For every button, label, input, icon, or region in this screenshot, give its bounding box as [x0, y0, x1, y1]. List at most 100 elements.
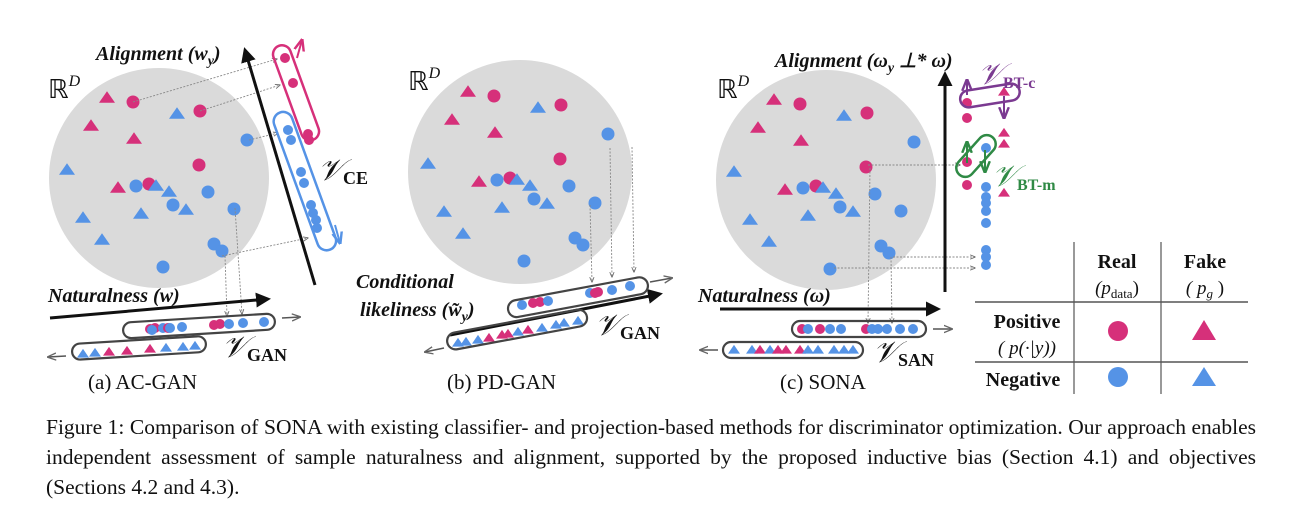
- v-san-fake-projection: [828, 344, 840, 354]
- positive-real-sample: [859, 160, 873, 174]
- alignment-axis: [241, 47, 317, 286]
- positive-fake-sample: [777, 183, 793, 195]
- negative-real-sample: [562, 179, 576, 193]
- v-gan-projection: [259, 317, 269, 327]
- projection-guide-line: [610, 147, 612, 277]
- data-space-sphere: [49, 68, 269, 288]
- v-san-projection: [882, 324, 892, 334]
- projection-guide-line: [590, 204, 592, 282]
- v-gan-fake-projection: [177, 341, 189, 351]
- negative-projection: [311, 215, 321, 225]
- projection-guide-line: [199, 85, 280, 112]
- v-san-fake-projection: [802, 344, 814, 354]
- v-gan-fake-projection: [460, 336, 472, 346]
- v-gan-fake-projection: [160, 342, 172, 352]
- negative-real-sample: [527, 192, 541, 206]
- v-san-projection: [825, 324, 835, 334]
- down-arrow-icon: [335, 224, 340, 243]
- v-gan-negative-capsule: [446, 308, 589, 351]
- space-label: ℝD: [48, 73, 81, 104]
- alignment-fake-projection: [998, 86, 1010, 96]
- panel-ac-gan: ℝD Alignment (wy) Naturalness (w) 𝒱CE 𝒱G…: [47, 40, 368, 394]
- alignment-real-projection: [962, 113, 972, 123]
- negative-fake-sample: [742, 213, 758, 225]
- alignment-real-projection: [981, 182, 991, 192]
- negative-fake-sample: [530, 101, 546, 113]
- v-san-fake-projection: [812, 344, 824, 354]
- negative-fake-sample: [836, 109, 852, 121]
- data-space-sphere: [408, 60, 632, 284]
- v-san-fake-projection: [728, 344, 740, 354]
- samples-group: [726, 86, 1010, 354]
- negative-fake-sample: [845, 205, 861, 217]
- negative-projection: [296, 167, 306, 177]
- negative-fake-sample: [509, 173, 525, 185]
- alignment-fake-projection: [998, 127, 1010, 137]
- negative-fake-sample: [420, 157, 436, 169]
- negative-fake-sample: [800, 209, 816, 221]
- negative-real-sample: [129, 179, 143, 193]
- positive-fake-sample: [793, 134, 809, 146]
- alignment-real-projection: [981, 252, 991, 262]
- v-gan-projection: [593, 287, 603, 297]
- v-bt-c-label: 𝒱BT-c: [978, 58, 1035, 92]
- projection-guide-line: [632, 146, 634, 272]
- positive-fake-sample: [110, 181, 126, 193]
- negative-fake-sample: [161, 185, 177, 197]
- naturalness-axis-label: Naturalness (w): [47, 285, 180, 307]
- panel-sona: ℝD Alignment (ωy ⊥* ω) Naturalness (ω) 𝒱…: [697, 50, 1056, 394]
- right-arrow-icon: [281, 317, 300, 318]
- negative-real-sample: [833, 200, 847, 214]
- v-gan-fake-projection: [472, 334, 484, 344]
- v-gan-projection: [238, 318, 248, 328]
- v-gan-projection: [607, 285, 617, 295]
- positive-real-circle-icon: [1108, 321, 1128, 341]
- subfigure-caption: (a) AC-GAN: [88, 370, 197, 394]
- negative-real-sample: [868, 187, 882, 201]
- alignment-fake-projection: [998, 138, 1010, 148]
- v-gan-projection: [543, 296, 553, 306]
- negative-real-sample: [894, 204, 908, 218]
- legend-header-fake-sub: ( pg ): [1186, 278, 1224, 301]
- v-gan-fake-projection: [189, 340, 201, 350]
- positive-fake-sample: [487, 126, 503, 138]
- alignment-axis-label: Alignment (ωy ⊥* ω): [773, 50, 953, 76]
- negative-fake-sample: [522, 179, 538, 191]
- v-san-projection: [873, 324, 883, 334]
- positive-fake-sample: [83, 119, 99, 131]
- negative-fake-sample: [455, 227, 471, 239]
- negative-fake-sample: [148, 179, 164, 191]
- v-gan-fake-projection: [536, 322, 548, 332]
- positive-fake-triangle-icon: [1192, 320, 1216, 340]
- v-gan-positive-capsule: [122, 312, 276, 340]
- subfigure-caption: (c) SONA: [780, 370, 867, 394]
- negative-real-sample: [823, 262, 837, 276]
- figure-diagram: ℝD Alignment (wy) Naturalness (w) 𝒱CE 𝒱G…: [0, 0, 1248, 394]
- v-gan-fake-projection: [121, 345, 133, 355]
- v-gan-fake-projection: [558, 317, 570, 327]
- v-gan-fake-projection: [512, 326, 524, 336]
- v-san-fake-projection: [746, 344, 758, 354]
- negative-fake-sample: [178, 203, 194, 215]
- positive-fake-sample: [471, 175, 487, 187]
- negative-real-sample: [796, 181, 810, 195]
- negative-fake-triangle-icon: [1192, 367, 1216, 386]
- data-space-sphere: [716, 70, 936, 290]
- v-gan-projection: [535, 297, 545, 307]
- legend-row-positive-sub: ( p(·|y)): [998, 338, 1056, 359]
- samples-group: [420, 85, 635, 347]
- negative-fake-sample: [815, 181, 831, 193]
- v-san-projection: [836, 324, 846, 334]
- v-san-fake-projection: [780, 344, 792, 354]
- figure-caption: Figure 1: Comparison of SONA with existi…: [46, 415, 1256, 499]
- v-ce-negative-capsule: [272, 110, 338, 252]
- negative-fake-sample: [761, 235, 777, 247]
- negative-real-sample: [227, 202, 241, 216]
- positive-fake-sample: [444, 113, 460, 125]
- negative-real-sample: [601, 127, 615, 141]
- right-arrow-icon: [649, 278, 672, 282]
- v-san-fake-projection: [794, 344, 806, 354]
- v-gan-positive-capsule: [506, 276, 650, 319]
- negative-projection: [283, 125, 293, 135]
- left-arrow-icon: [48, 356, 67, 357]
